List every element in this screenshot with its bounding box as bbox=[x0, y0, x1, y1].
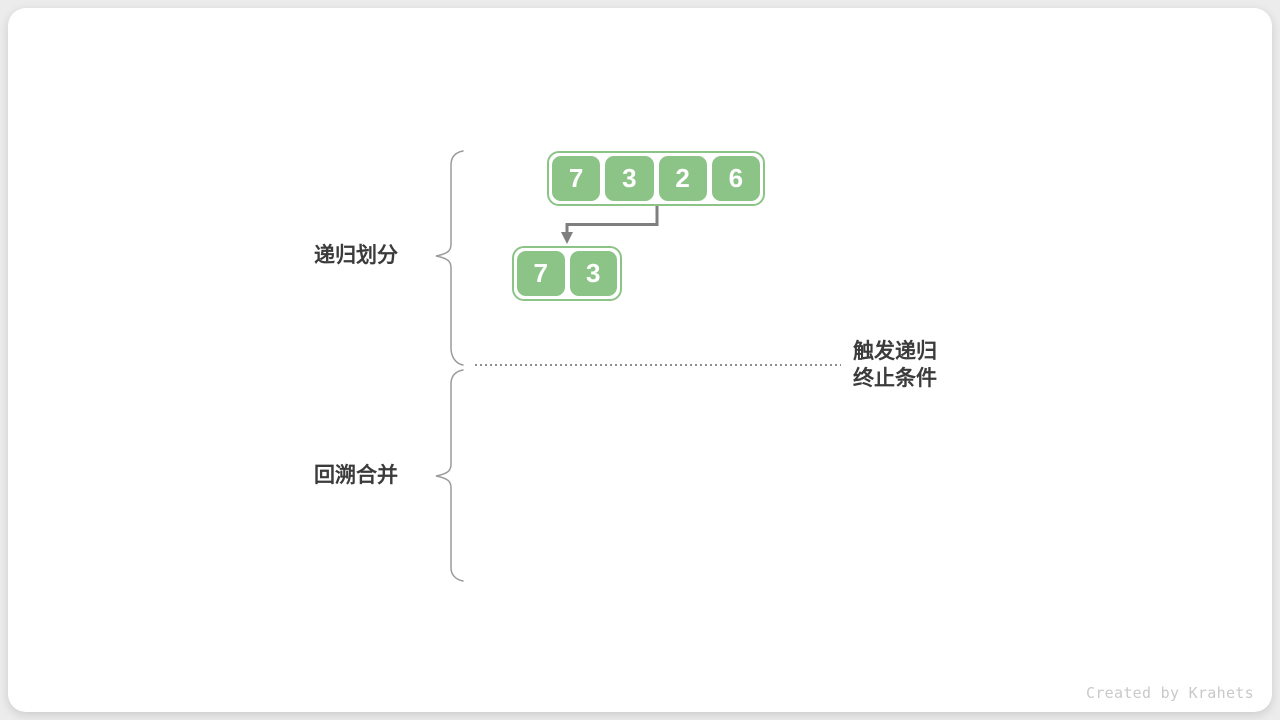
phase-label-divide: 递归划分 bbox=[314, 244, 398, 267]
array-cell: 3 bbox=[605, 156, 654, 201]
curly-brace-merge-icon bbox=[435, 369, 464, 582]
phase-label-merge: 回溯合并 bbox=[314, 464, 398, 487]
termination-annotation-line1: 触发递归 bbox=[853, 340, 937, 363]
termination-divider bbox=[475, 364, 841, 366]
curly-brace-divide-icon bbox=[435, 150, 464, 366]
array-cell: 7 bbox=[517, 251, 565, 296]
array-cell: 6 bbox=[711, 156, 760, 201]
array-cell: 3 bbox=[569, 251, 617, 296]
array-sub: 7 3 bbox=[512, 246, 622, 301]
array-cell: 7 bbox=[552, 156, 601, 201]
termination-annotation-line2: 终止条件 bbox=[853, 367, 937, 390]
diagram-card: 7 3 2 6 7 3 递归划分 回溯合并 触发递归 终止条件 Created … bbox=[8, 8, 1272, 712]
array-cell: 2 bbox=[658, 156, 707, 201]
array-top: 7 3 2 6 bbox=[547, 151, 765, 206]
divide-arrow-icon bbox=[561, 206, 659, 244]
termination-annotation: 触发递归 终止条件 bbox=[853, 338, 937, 392]
credit-text: Created by Krahets bbox=[1086, 684, 1254, 702]
